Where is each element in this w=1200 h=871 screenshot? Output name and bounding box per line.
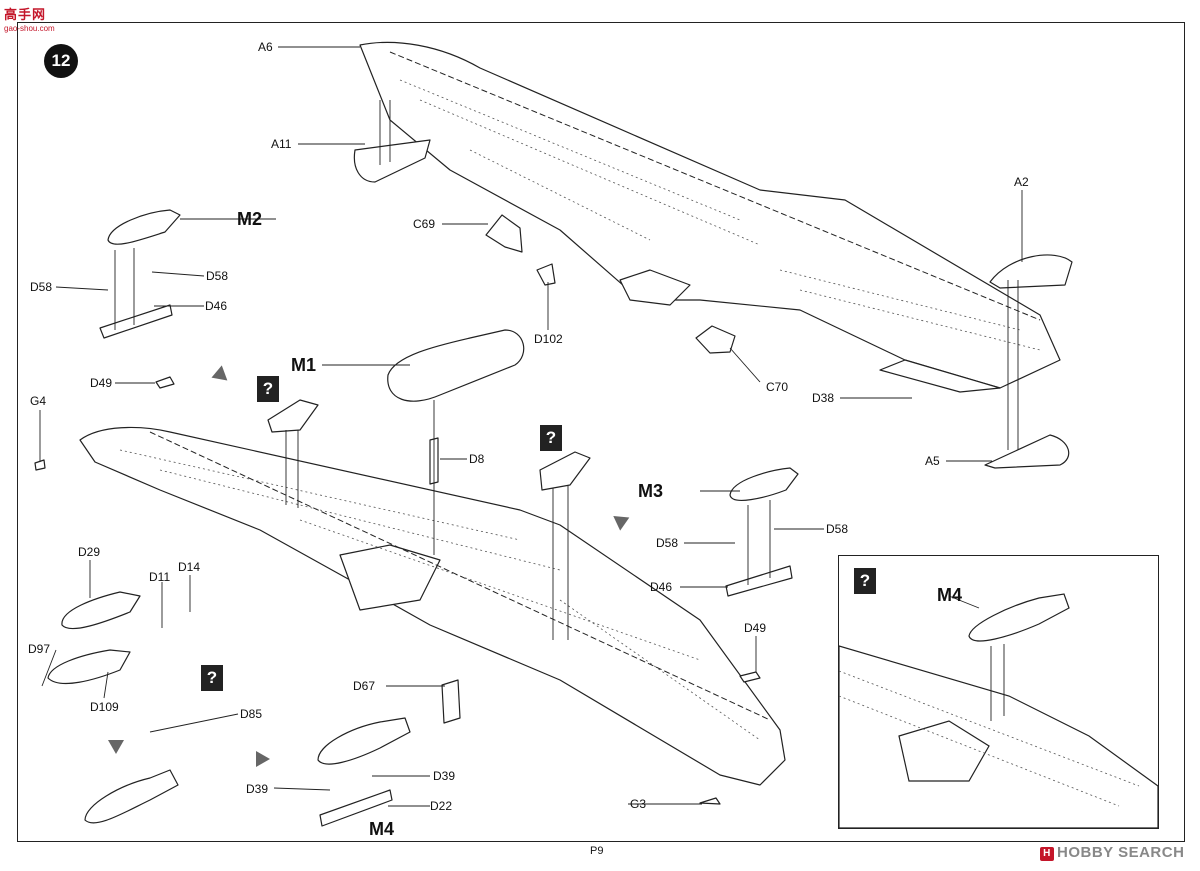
part-g3 xyxy=(699,797,721,805)
callout-d97: D97 xyxy=(28,642,51,656)
callout-a2: A2 xyxy=(1014,175,1029,189)
bomb-rack-d22 xyxy=(319,789,393,827)
bomb-m4 xyxy=(317,717,411,765)
question-box: ? xyxy=(201,665,223,691)
part-g4 xyxy=(34,459,46,471)
wingtip-a2 xyxy=(989,254,1073,289)
assembly-label-m4: M4 xyxy=(369,819,395,839)
direction-arrow-icon xyxy=(256,751,270,767)
upper-wing-flap xyxy=(879,359,1001,393)
part-d49a xyxy=(155,376,175,389)
question-box: ? xyxy=(540,425,562,451)
callout-c69: C69 xyxy=(413,217,436,231)
callout-d39: D39 xyxy=(433,769,456,783)
callout-d49: D49 xyxy=(744,621,767,635)
bomb-m2 xyxy=(107,209,181,245)
callout-d49: D49 xyxy=(90,376,113,390)
callout-a11: A11 xyxy=(271,137,292,151)
page-number: P9 xyxy=(590,845,604,857)
callout-d46: D46 xyxy=(650,580,673,594)
callout-c70: C70 xyxy=(766,380,789,394)
part-d49b xyxy=(739,671,761,683)
rack-upper-right xyxy=(539,451,591,491)
bomb-m3 xyxy=(729,467,799,501)
assembly-label-m1: M1 xyxy=(291,355,317,375)
rack-d46a xyxy=(99,304,173,339)
part-d67 xyxy=(441,679,461,724)
wingtip-a5 xyxy=(984,434,1070,469)
callout-d58: D58 xyxy=(206,269,229,283)
callout-d58: D58 xyxy=(30,280,53,294)
watermark-logo: 高手网 xyxy=(4,7,47,22)
detail-inset: ? M4 xyxy=(838,555,1159,829)
rack-upper-left xyxy=(267,399,319,433)
callout-d14: D14 xyxy=(178,560,201,574)
callout-d22: D22 xyxy=(430,799,453,813)
callout-d39: D39 xyxy=(246,782,269,796)
wingtip-a11 xyxy=(353,139,431,183)
callout-d29: D29 xyxy=(78,545,101,559)
bomb-d29 xyxy=(61,591,141,630)
callout-d67: D67 xyxy=(353,679,376,693)
bomb-d109 xyxy=(47,649,131,685)
brand-mark-icon: H xyxy=(1040,847,1054,861)
callout-d85: D85 xyxy=(240,707,263,721)
question-box: ? xyxy=(257,376,279,402)
callout-g3: G3 xyxy=(630,797,647,811)
callout-d58: D58 xyxy=(826,522,849,536)
callout-d58: D58 xyxy=(656,536,679,550)
callout-d46: D46 xyxy=(205,299,228,313)
rack-d46b xyxy=(725,565,793,597)
callout-a6: A6 xyxy=(258,40,273,54)
assembly-label-m3: M3 xyxy=(638,481,664,501)
callout-d109: D109 xyxy=(90,700,119,714)
step-number-badge: 12 xyxy=(44,44,78,78)
callout-d8: D8 xyxy=(469,452,485,466)
part-c69 xyxy=(485,214,523,253)
callout-d102: D102 xyxy=(534,332,563,346)
wheel-bay-upper xyxy=(619,269,691,306)
callout-d38: D38 xyxy=(812,391,835,405)
callout-g4: G4 xyxy=(30,394,47,408)
assembly-label-m2: M2 xyxy=(237,209,263,229)
brand-text: HOBBY SEARCH xyxy=(1057,844,1185,861)
drop-tank-m1 xyxy=(387,329,525,402)
bomb-d85 xyxy=(84,769,179,824)
question-box-inset: ? xyxy=(854,568,876,594)
assembly-label-m4-inset: M4 xyxy=(937,585,963,605)
callout-a5: A5 xyxy=(925,454,940,468)
wing-root-fairing xyxy=(339,544,441,611)
detail-inset-drawing xyxy=(839,593,1158,828)
callout-d11: D11 xyxy=(149,570,171,584)
watermark-url: gao-shou.com xyxy=(4,24,55,33)
part-d102 xyxy=(536,263,556,286)
direction-arrow-icon xyxy=(108,740,124,754)
part-c70 xyxy=(695,325,736,354)
page-frame xyxy=(17,22,1185,842)
